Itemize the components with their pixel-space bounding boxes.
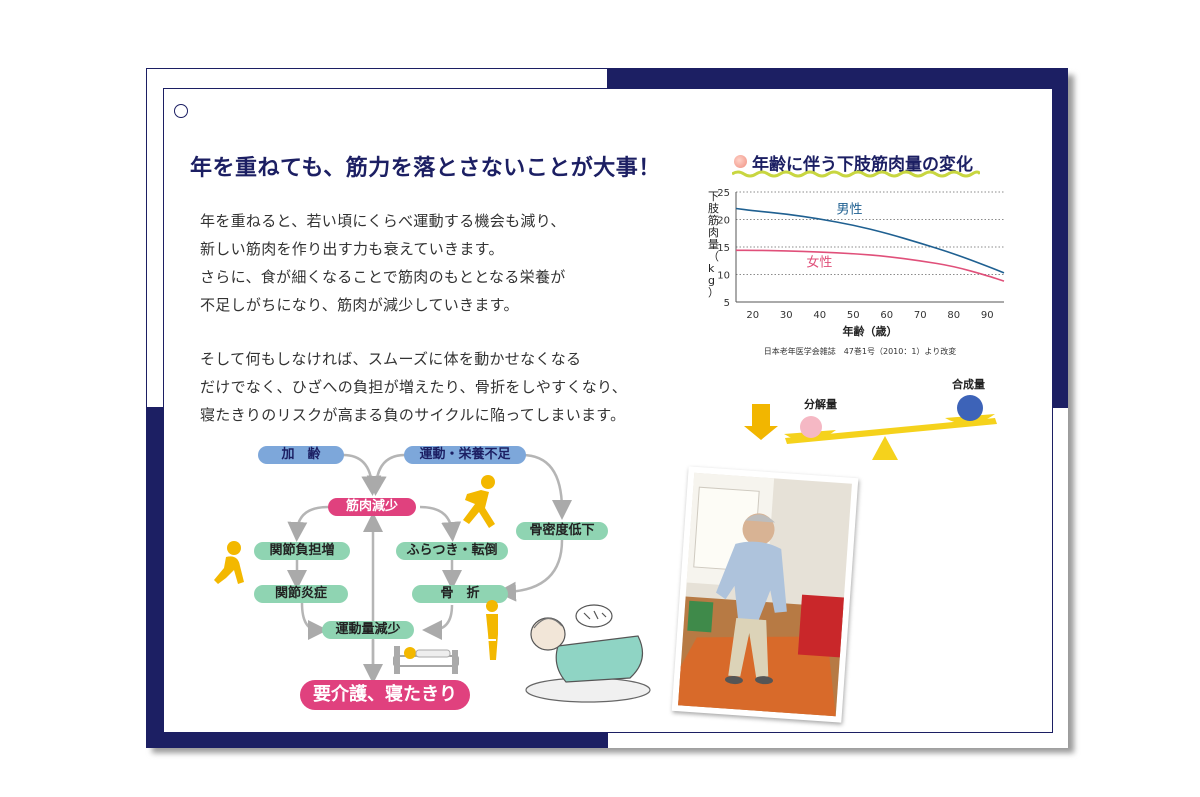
elderly-man-photo (671, 466, 859, 723)
x-tick-label: 60 (880, 310, 893, 321)
body-line-3: さらに、食が細くなることで筋肉のもととなる栄養が (200, 268, 566, 286)
binder-hole-icon (174, 104, 188, 118)
x-tick-label: 40 (813, 310, 826, 321)
series-label: 女性 (806, 254, 832, 270)
y-tick-label: 15 (717, 243, 730, 254)
body-line-7: 寝たきりのリスクが高まる負のサイクルに陥ってしまいます。 (200, 406, 626, 424)
x-tick-label: 70 (914, 310, 927, 321)
x-tick-label: 80 (947, 310, 960, 321)
bedridden-elderly-illustration (525, 604, 651, 703)
balance-illustration: 分解量 合成量 (744, 378, 997, 460)
flow-arrows (287, 453, 572, 684)
y-tick-label: 20 (717, 216, 730, 227)
balance-beam (785, 418, 997, 444)
body-line-1: 年を重ねると、若い頃にくらべ運動する機会も減り、 (200, 212, 566, 230)
knee-pain-figure-icon (214, 541, 244, 584)
photo-illustration (678, 472, 852, 717)
flow-muscle-loss: 筋肉減少 (328, 498, 416, 516)
flow-arthritis: 関節炎症 (254, 585, 348, 603)
fracture-leg-figure-icon (486, 600, 498, 660)
x-tick-label: 90 (981, 310, 994, 321)
flow-aging: 加 齢 (258, 446, 344, 464)
stumbling-figure-icon (463, 475, 495, 528)
y-tick-label: 5 (724, 298, 730, 309)
x-axis-label: 年齢（歳） (843, 324, 898, 338)
x-tick-label: 30 (780, 310, 793, 321)
pink-ball-icon (800, 416, 822, 438)
chart-title: 年齢に伴う下肢筋肉量の変化 (752, 155, 973, 175)
bed-icon (393, 646, 459, 674)
series-line-0 (735, 207, 1005, 274)
y-tick-label: 10 (717, 271, 730, 282)
flow-wobble-fall: ふらつき・転倒 (396, 542, 508, 560)
x-tick-label: 20 (746, 310, 759, 321)
flow-bedridden: 要介護、寝たきり (300, 680, 470, 710)
bullet-dot-icon (734, 155, 747, 168)
y-tick-label: 25 (717, 188, 730, 199)
series-line-1 (736, 249, 1005, 282)
chart-source: 日本老年医学会雑誌 47巻1号（2010：1）より改変 (764, 346, 957, 356)
body-line-2: 新しい筋肉を作り出す力も衰えていきます。 (200, 240, 504, 258)
flow-fracture: 骨 折 (412, 585, 508, 603)
blue-ball-icon (957, 395, 983, 421)
anabolism-label: 合成量 (952, 378, 985, 391)
balance-pivot (872, 436, 898, 460)
down-arrow-icon (744, 404, 778, 440)
flow-bone-density: 骨密度低下 (516, 522, 608, 540)
body-line-5: そして何もしなければ、スムーズに体を動かせなくなる (200, 350, 582, 368)
body-line-4: 不足しがちになり、筋肉が減少していきます。 (200, 296, 519, 314)
catabolism-label: 分解量 (804, 397, 837, 411)
flow-joint-load: 関節負担増 (254, 542, 350, 560)
body-line-6: だけでなく、ひざへの負担が増えたり、骨折をしやすくなり、 (200, 378, 628, 396)
title-underline (732, 170, 980, 178)
headline: 年を重ねても、筋力を落とさないことが大事！ (190, 156, 661, 181)
flow-activity-drop: 運動量減少 (322, 621, 414, 639)
x-tick-label: 50 (847, 310, 860, 321)
flow-lack-exercise-nutrition: 運動・栄養不足 (404, 446, 526, 464)
series-label: 男性 (837, 202, 863, 217)
